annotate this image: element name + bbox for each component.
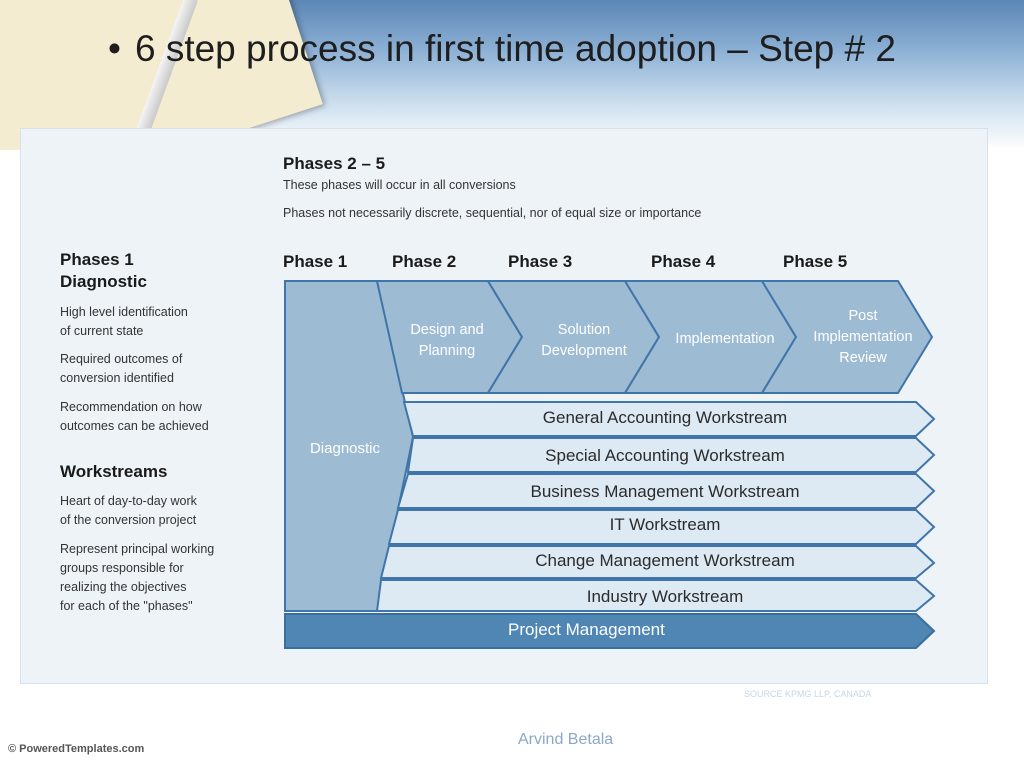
workstream-arrow-2: [406, 437, 936, 473]
phase1-heading-line1: Phases 1: [60, 250, 134, 269]
phase-3-label-line: Development: [541, 343, 627, 359]
title-bullet: •: [108, 28, 121, 69]
phase-label-2: Phase 2: [392, 252, 457, 271]
phase-4-label: Implementation: [660, 329, 790, 350]
phase-label-5: Phase 5: [783, 252, 848, 271]
author-name: Arvind Betala: [518, 731, 614, 748]
workstream-label-3: Business Management Workstream: [530, 482, 800, 501]
workstreams-item: Represent principal working groups respo…: [60, 540, 270, 616]
workstream-arrow-3: [396, 473, 936, 509]
phase-5-label: Post Implementation Review: [798, 306, 928, 369]
workstreams-item-line: Represent principal working: [60, 542, 215, 556]
phase-2-label-line: Planning: [418, 343, 476, 359]
workstream-arrow-4: [387, 509, 936, 545]
phase1-item-line: of current state: [60, 324, 144, 338]
phase1-item-line: conversion identified: [60, 371, 174, 385]
workstreams-item-line: realizing the objectives: [60, 580, 187, 594]
phase-2-label-line: Design and: [410, 322, 484, 338]
slide-header-banner: [0, 0, 1024, 150]
workstream-arrow-5: [379, 545, 936, 579]
workstream-label-5: Change Management Workstream: [535, 551, 795, 570]
phase1-item-line: outcomes can be achieved: [60, 419, 209, 433]
workstreams-item-line: Heart of day-to-day work: [60, 494, 197, 508]
phase1-item-line: High level identification: [60, 305, 188, 319]
phase-3-label-line: Solution: [557, 322, 611, 338]
phase-3-label: Solution Development: [526, 320, 642, 362]
project-management-label: Project Management: [508, 620, 665, 639]
workstream-label-2: Special Accounting Workstream: [545, 446, 785, 465]
phase1-item-line: Recommendation on how: [60, 400, 202, 414]
footer-logo: © PoweredTemplates.com: [8, 743, 145, 755]
workstreams-item-line: of the conversion project: [60, 513, 197, 527]
source-credit: SOURCE KPMG LLP, CANADA: [744, 689, 872, 699]
phases-2-5-heading: Phases 2 – 5: [283, 154, 386, 173]
workstreams-item-line: for each of the "phases": [60, 599, 193, 613]
phases-note-line1: These phases will occur in all conversio…: [283, 178, 516, 192]
phases-note-line2: Phases not necessarily discrete, sequent…: [283, 206, 702, 220]
phase1-item: Required outcomes of conversion identifi…: [60, 350, 270, 388]
phase-label-3: Phase 3: [508, 252, 573, 271]
phase-5-label-line: Implementation: [813, 329, 913, 345]
phase-label-4: Phase 4: [651, 252, 716, 271]
diagnostic-label: Diagnostic: [309, 440, 381, 457]
phase1-item-line: Required outcomes of: [60, 352, 183, 366]
workstream-label-4: IT Workstream: [609, 515, 721, 534]
phase-chevron-5: [760, 280, 934, 394]
workstreams-item: Heart of day-to-day work of the conversi…: [60, 492, 270, 530]
workstream-label-6: Industry Workstream: [586, 587, 744, 606]
slide-title: • 6 step process in first time adoption –…: [108, 28, 896, 70]
title-text: 6 step process in first time adoption – …: [134, 28, 896, 69]
workstream-label-1: General Accounting Workstream: [542, 408, 788, 427]
project-management-bar: [284, 613, 936, 649]
phase-5-label-line: Review: [839, 350, 887, 366]
workstreams-item-line: groups responsible for: [60, 561, 184, 575]
phase-label-1: Phase 1: [283, 252, 348, 271]
workstreams-heading: Workstreams: [60, 462, 168, 481]
phase1-item: High level identification of current sta…: [60, 303, 270, 341]
phase1-item: Recommendation on how outcomes can be ac…: [60, 398, 270, 436]
phase-4-label-line: Implementation: [675, 331, 775, 347]
phase1-heading: Phases 1 Diagnostic: [60, 249, 147, 293]
workstream-arrow-1: [402, 401, 936, 437]
phase-2-label: Design and Planning: [392, 320, 502, 362]
phase1-heading-line2: Diagnostic: [60, 272, 147, 291]
phase-5-label-line: Post: [848, 308, 878, 324]
workstream-arrow-6: [375, 579, 936, 612]
